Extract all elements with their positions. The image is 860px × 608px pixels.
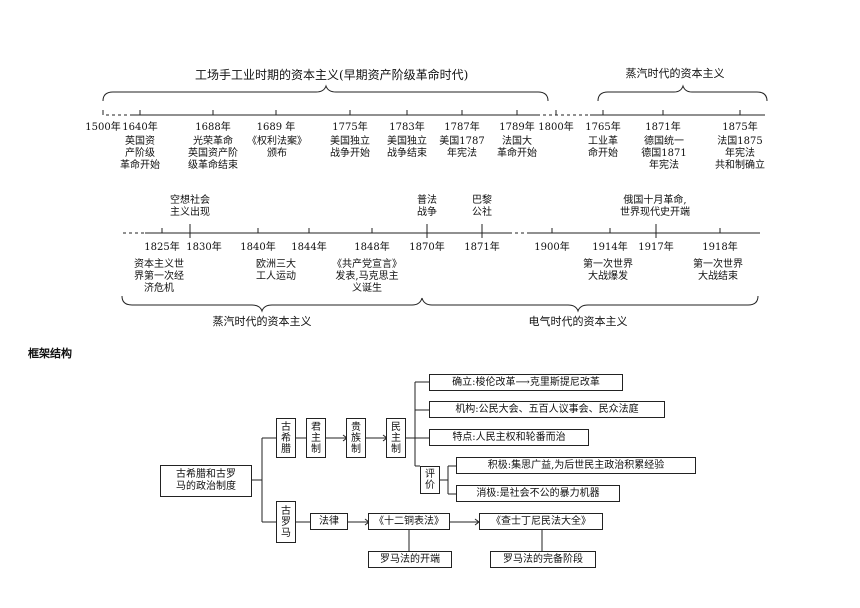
t1-desc-1787: 美国1787 年宪法	[439, 136, 485, 159]
t1-desc-1688: 光荣革命 英国资产阶 级革命结束	[188, 136, 238, 171]
t2-right-period-label: 电气时代的资本主义	[528, 315, 628, 328]
framework-heading: 框架结构	[28, 347, 72, 360]
brace-left-top	[102, 84, 549, 102]
t2-desc-1848: 《共产党宣言》 发表,马克思主 义诞生	[332, 259, 402, 294]
jiji-box: 积极:集思广益,为后世民主政治积累经验	[456, 457, 696, 474]
t2-year-1871: 1871年	[464, 242, 500, 253]
greece-box: 古 希 腊	[276, 418, 296, 458]
t2-year-1844: 1844年	[291, 242, 327, 253]
pingjia-box: 评 价	[420, 466, 440, 494]
jigou-box: 机构:公民大会、五百人议事会、民众法庭	[429, 401, 665, 418]
roman-law-start-box: 罗马法的开端	[368, 551, 452, 568]
t2-year-1840: 1840年	[240, 242, 276, 253]
t2-above-october-revolution: 俄国十月革命, 世界现代史开端	[620, 195, 690, 218]
brace-bottom-right	[421, 295, 759, 313]
t1-year-1689: 1689 年	[256, 122, 296, 133]
rome-box: 古 罗 马	[276, 501, 296, 543]
t2-year-1830: 1830年	[186, 242, 222, 253]
t2-above-paris-commune: 巴黎 公社	[472, 195, 492, 218]
t2-desc-1918: 第一次世界 大战结束	[693, 259, 743, 282]
t2-year-1848: 1848年	[354, 242, 390, 253]
timeline-1-left-period-label: 工场手工业时期的资本主义(早期资产阶级革命时代)	[195, 68, 469, 82]
t2-year-1914: 1914年	[592, 242, 628, 253]
t1-desc-1775: 美国独立 战争开始	[330, 136, 370, 159]
brace-bottom-left	[121, 295, 423, 313]
t2-year-1918: 1918年	[702, 242, 738, 253]
timeline-1-right-period-label: 蒸汽时代的资本主义	[625, 67, 725, 80]
t1-desc-1689: 《权利法案》 颁布	[247, 136, 307, 159]
t2-year-1870: 1870年	[409, 242, 445, 253]
t1-year-1789: 1789年	[499, 122, 535, 133]
minzhu-box: 民 主 制	[386, 418, 406, 458]
t1-year-1783: 1783年	[389, 122, 425, 133]
guizu-box: 贵 族 制	[346, 418, 366, 458]
justinian-box: 《查士丁尼民法大全》	[479, 513, 603, 530]
t2-above-franco-prussian: 普法 战争	[417, 195, 437, 218]
t2-year-1900: 1900年	[534, 242, 570, 253]
xiaoji-box: 消极:是社会不公的暴力机器	[456, 485, 620, 502]
junzhu-box: 君 主 制	[306, 418, 326, 458]
t1-year-1765: 1765年	[585, 122, 621, 133]
t1-year-1640: 1640年	[122, 122, 158, 133]
t1-year-1871: 1871年	[645, 122, 681, 133]
t2-desc-1840: 欧洲三大 工人运动	[256, 259, 296, 282]
t1-year-1875: 1875年	[722, 122, 758, 133]
t1-year-1688: 1688年	[195, 122, 231, 133]
t1-desc-1789: 法国大 革命开始	[497, 136, 537, 159]
queli-box: 确立:梭伦改革⟶克里斯提尼改革	[429, 374, 623, 391]
t2-above-utopian: 空想社会 主义出现	[170, 195, 210, 218]
twelve-tables-box: 《十二铜表法》	[368, 513, 450, 530]
tedian-box: 特点:人民主权和轮番而治	[429, 429, 589, 446]
t2-year-1917: 1917年	[638, 242, 674, 253]
t1-desc-1640: 英国资 产阶级 革命开始	[120, 136, 160, 171]
t1-year-1787: 1787年	[444, 122, 480, 133]
law-box: 法律	[310, 513, 348, 530]
t2-desc-1914: 第一次世界 大战爆发	[583, 259, 633, 282]
root-box: 古希腊和古罗 马的政治制度	[160, 465, 252, 497]
t1-desc-1871: 德国统一 德国1871 年宪法	[641, 136, 687, 171]
t1-desc-1783: 美国独立 战争结束	[387, 136, 427, 159]
t1-year-1500: 1500年	[85, 122, 121, 133]
t2-desc-1825: 资本主义世 界第一次经 济危机	[134, 259, 184, 294]
brace-right-top	[597, 84, 768, 102]
t1-year-1800: 1800年	[538, 122, 574, 133]
t1-desc-1765: 工业革 命开始	[588, 136, 618, 159]
t1-year-1775: 1775年	[332, 122, 368, 133]
t2-year-1825: 1825年	[144, 242, 180, 253]
roman-law-complete-box: 罗马法的完备阶段	[490, 551, 596, 568]
t1-desc-1875: 法国1875 年宪法 共和制确立	[715, 136, 765, 171]
t2-left-period-label: 蒸汽时代的资本主义	[212, 315, 312, 328]
